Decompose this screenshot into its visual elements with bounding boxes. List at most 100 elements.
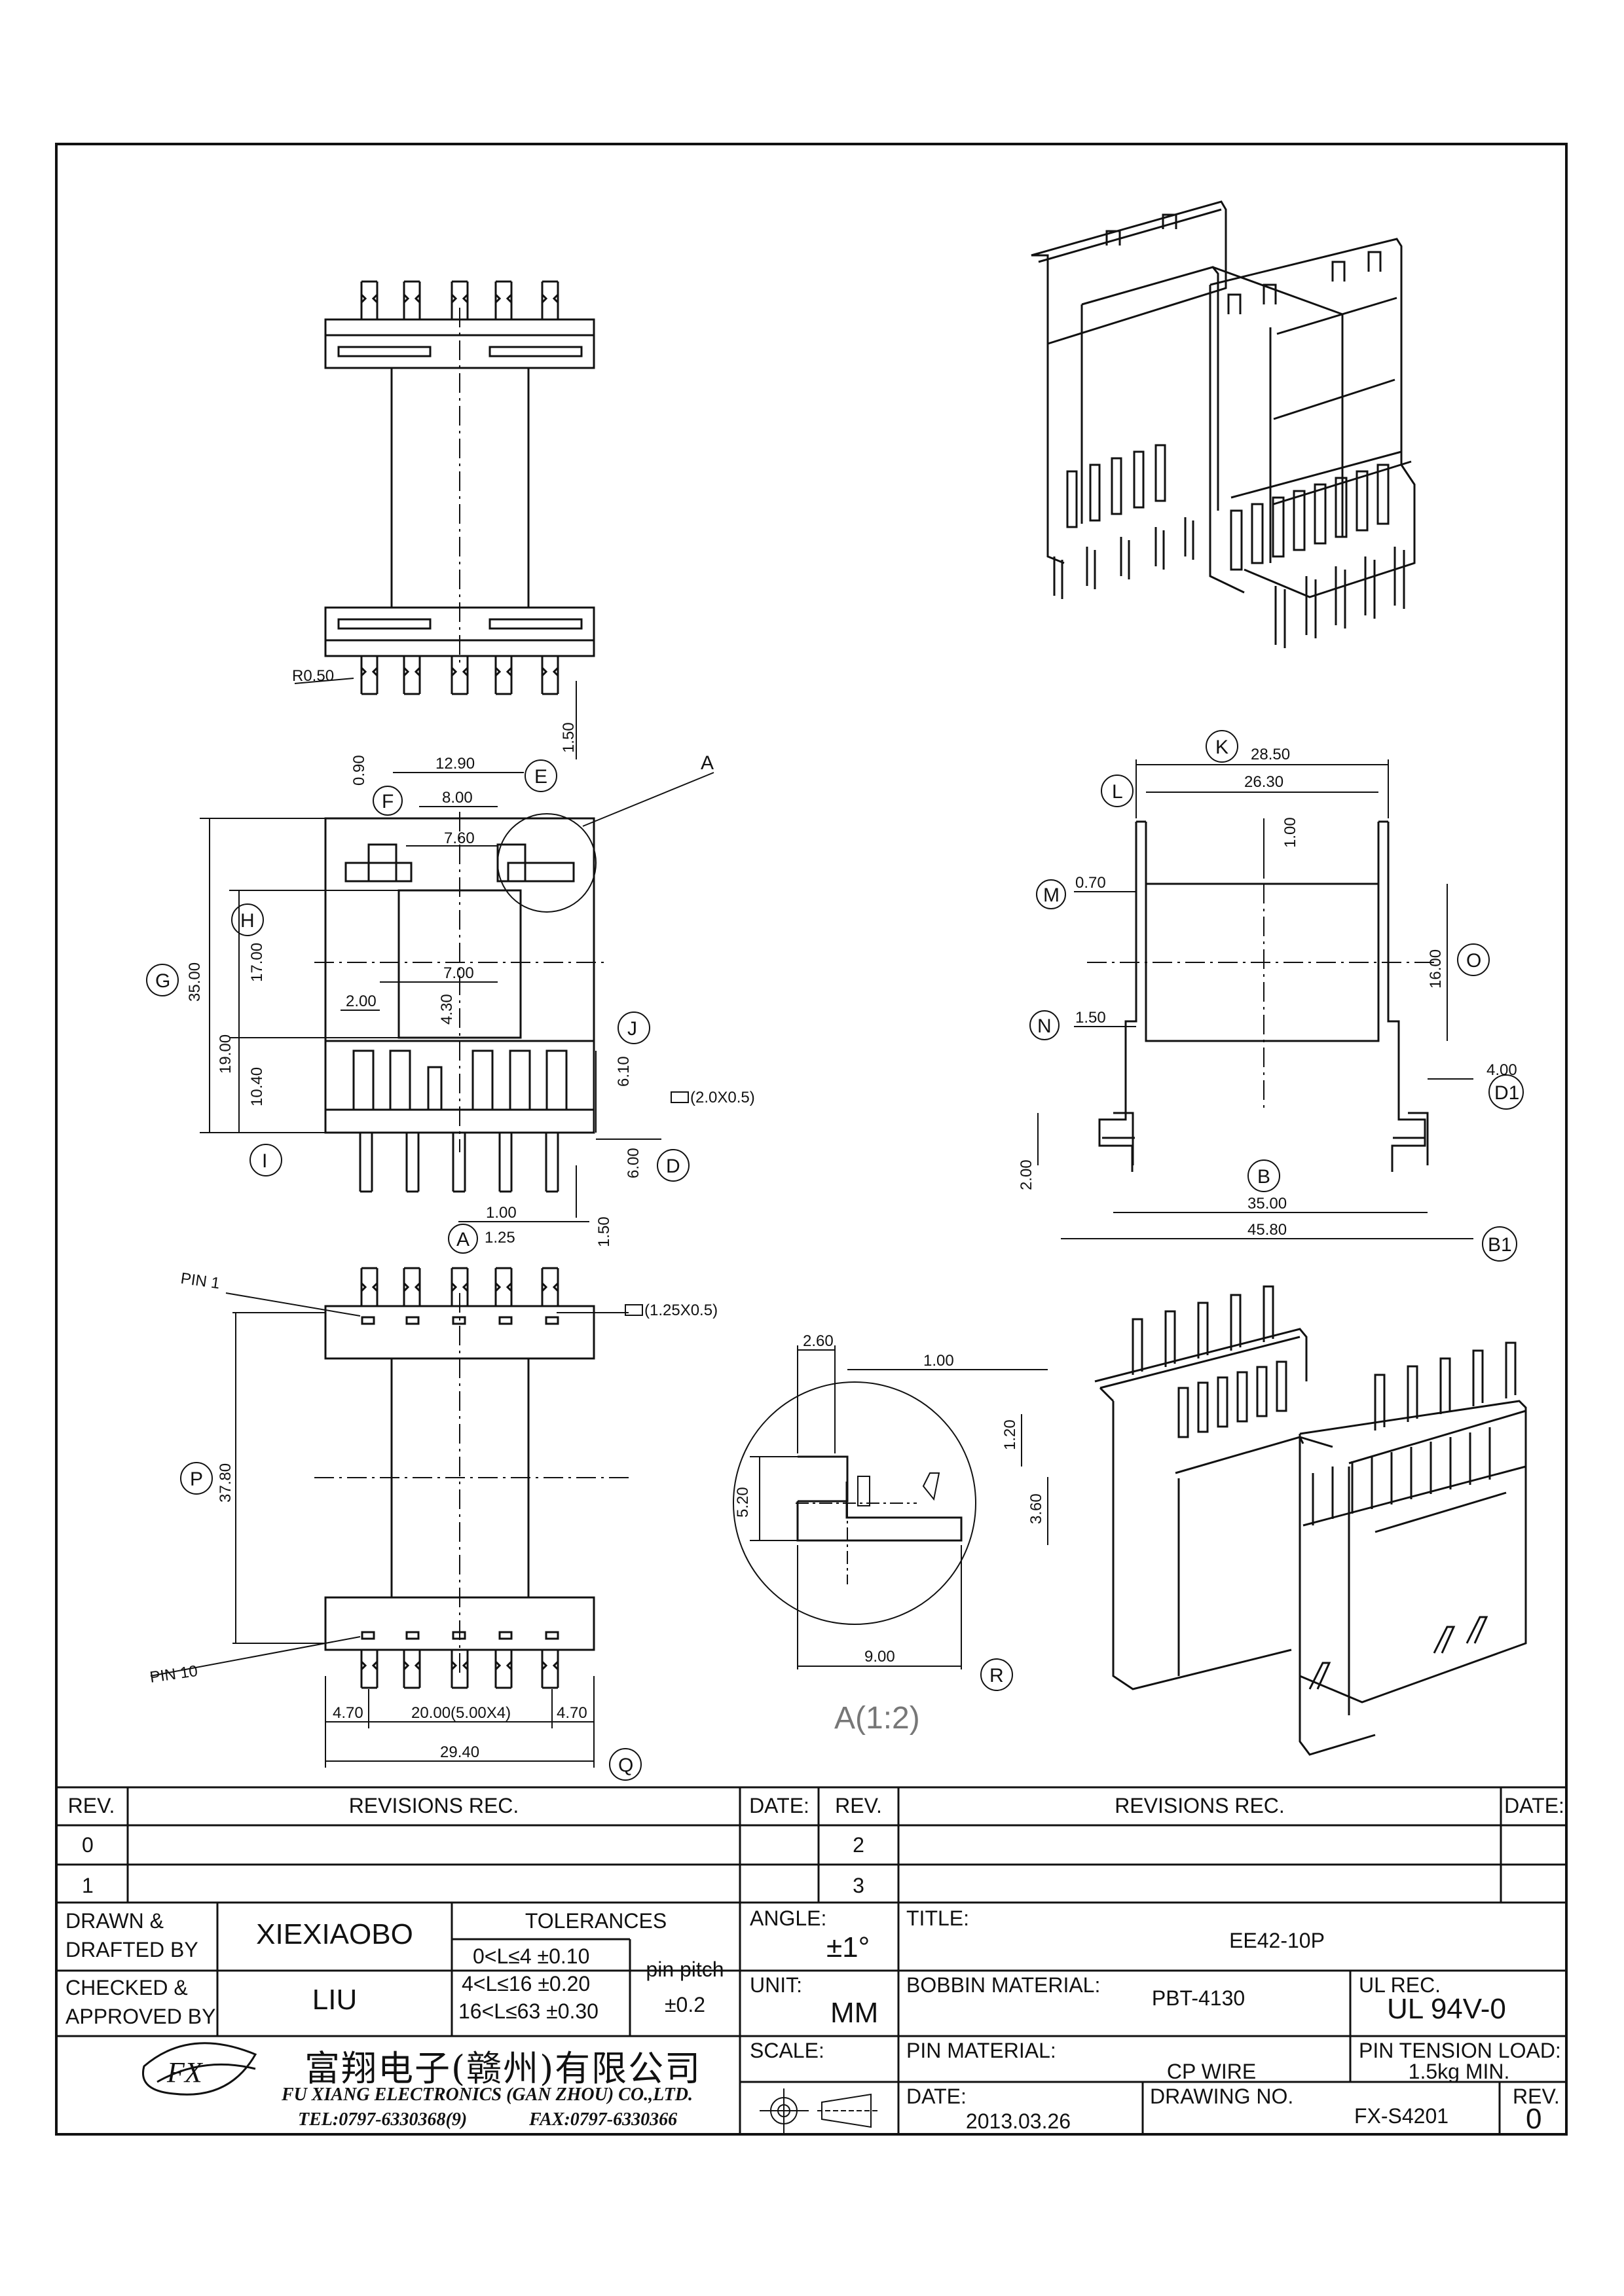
front-left-tab (344, 862, 413, 883)
bubble-q: Q (618, 1755, 633, 1776)
detail-circle (733, 1381, 976, 1625)
drawn-value: XIEXIAOBO (256, 1918, 413, 1950)
bubble-m: M (1043, 884, 1060, 906)
rev-row-3: 3 (853, 1874, 864, 1897)
dim-1-50-side: 1.50 (1075, 1009, 1106, 1027)
dim-4-30: 4.30 (438, 994, 456, 1025)
r0-50-label: R0.50 (292, 667, 334, 685)
pin-pitch-label: pin pitch (646, 1958, 724, 1981)
detail-view-a: 2.60 1.00 1.20 5.20 3.60 9.00 R A(1:2) (733, 1332, 1048, 1736)
dim-7-00: 7.00 (443, 964, 474, 982)
isometric-view-upper (1031, 200, 1416, 648)
dim-35-00-front: 35.00 (186, 962, 204, 1002)
dim-17-00: 17.00 (248, 943, 266, 982)
dim-6-00: 6.00 (625, 1148, 642, 1178)
dim-5-20: 5.20 (734, 1487, 752, 1518)
dim-0-90: 0.90 (350, 755, 368, 786)
bottom-bubbles (180, 1462, 642, 1781)
dim-45-80: 45.80 (1247, 1221, 1287, 1239)
top-view-pins-upper (360, 280, 559, 319)
bubble-a: A (456, 1229, 470, 1250)
iso-lower-slots (1177, 1360, 1491, 1525)
company-logo: FX (142, 2042, 257, 2096)
dim-20-00: 20.00(5.00X4) (411, 1704, 511, 1722)
tolerances-label: TOLERANCES (525, 1909, 667, 1933)
date-value: 2013.03.26 (965, 2109, 1071, 2133)
side-bubbles (1029, 730, 1524, 1262)
bubble-j: J (627, 1018, 637, 1040)
dim-10-40: 10.40 (248, 1067, 266, 1106)
pin-material-value: CP WIRE (1166, 2060, 1257, 2083)
iso-upper-slots (1066, 444, 1390, 571)
title-value: EE42-10P (1229, 1929, 1325, 1952)
dim-37-80: 37.80 (217, 1463, 234, 1503)
bubble-g: G (155, 970, 170, 992)
bubble-e: E (534, 766, 547, 788)
dim-1-00-side: 1.00 (1282, 817, 1299, 848)
dim-4-70-left: 4.70 (333, 1704, 363, 1722)
revisions-header-left: REVISIONS REC. (348, 1794, 519, 1817)
dim-1-20: 1.20 (1001, 1419, 1019, 1450)
bubble-i: I (262, 1150, 267, 1172)
front-view: A 12.90 8.00 7.60 0.90 35.00 17.00 19.00… (146, 752, 755, 1254)
company-name-en: FU XIANG ELECTRONICS (GAN ZHOU) CO.,LTD. (282, 2085, 693, 2105)
pin-1-label: PIN 1 (179, 1269, 221, 1292)
drawn-label: DRAWN & DRAFTED BY (65, 1909, 198, 1961)
dim-0-70: 0.70 (1075, 874, 1106, 892)
date-label: DATE: (906, 2085, 967, 2108)
ul-label: UL REC. (1359, 1973, 1441, 1997)
dim-7-60: 7.60 (444, 829, 475, 847)
dim-8-00: 8.00 (442, 789, 473, 807)
pin-tension-label: PIN TENSION LOAD: (1359, 2039, 1561, 2062)
bubble-b1: B1 (1488, 1234, 1512, 1256)
bottom-view: PIN 1 PIN 10 (1.25X0.5) 37.80 4.70 20.00… (149, 1267, 718, 1781)
rev-row-2: 2 (853, 1833, 864, 1857)
pin-pitch-value: ±0.2 (664, 1993, 706, 2016)
angle-value: ±1° (826, 1931, 870, 1963)
drawing-no-value: FX-S4201 (1354, 2104, 1449, 2128)
unit-label: UNIT: (750, 1973, 802, 1997)
front-outline (324, 817, 595, 1134)
date-header-left: DATE: (749, 1794, 809, 1817)
rev-header-left: REV. (67, 1794, 115, 1817)
top-view: R0.50 1.50 (292, 280, 595, 759)
iso-upper-pins (1053, 517, 1405, 648)
detail-a-circle (497, 813, 597, 913)
company-tel: TEL:0797-6330368(9) (298, 2109, 468, 2130)
bobbin-value: PBT-4130 (1151, 1986, 1246, 2010)
dim-3-60: 3.60 (1027, 1493, 1045, 1524)
dim-12-90: 12.90 (435, 755, 475, 773)
pin-material-label: PIN MATERIAL: (906, 2039, 1056, 2062)
angle-label: ANGLE: (750, 1906, 827, 1930)
detail-a-callout: A (701, 752, 714, 774)
bottom-pins (360, 1267, 559, 1689)
dim-26-30: 26.30 (1244, 773, 1283, 791)
dim-19-00: 19.00 (217, 1034, 234, 1074)
unit-value: MM (830, 1997, 879, 2029)
bubble-d: D (666, 1156, 680, 1177)
pin-10-label: PIN 10 (149, 1662, 198, 1686)
logo-text: FX (166, 2056, 204, 2088)
drawing-no-label: DRAWING NO. (1150, 2085, 1294, 2108)
dim-1-00-front: 1.00 (486, 1204, 517, 1222)
dim-1-00-detail: 1.00 (923, 1352, 954, 1370)
pin-section-2-0: (2.0X0.5) (690, 1089, 755, 1106)
dim-2-00-side: 2.00 (1018, 1159, 1035, 1190)
drawing-frame (55, 143, 1568, 2136)
dim-2-00-front: 2.00 (346, 993, 377, 1010)
dim-35-00-side: 35.00 (1247, 1195, 1287, 1212)
isometric-view-lower (1094, 1285, 1527, 1756)
dim-2-60: 2.60 (803, 1332, 834, 1350)
pin-section-1-25: (1.25X0.5) (644, 1302, 718, 1319)
rev-header-right: REV. (835, 1794, 882, 1817)
top-view-pins-lower (360, 656, 559, 695)
dim-1-50-front: 1.50 (595, 1216, 613, 1247)
bubble-r: R (989, 1665, 1004, 1686)
revisions-header-right: REVISIONS REC. (1115, 1794, 1285, 1817)
tol-row-3: 16<L≤63 ±0.30 (458, 1999, 599, 2023)
dim-6-10: 6.10 (615, 1056, 633, 1087)
date-header-right: DATE: (1504, 1794, 1564, 1817)
dim-4-70-right: 4.70 (557, 1704, 587, 1722)
tol-row-2: 4<L≤16 ±0.20 (462, 1972, 591, 1995)
scale-label: SCALE: (750, 2039, 824, 2062)
